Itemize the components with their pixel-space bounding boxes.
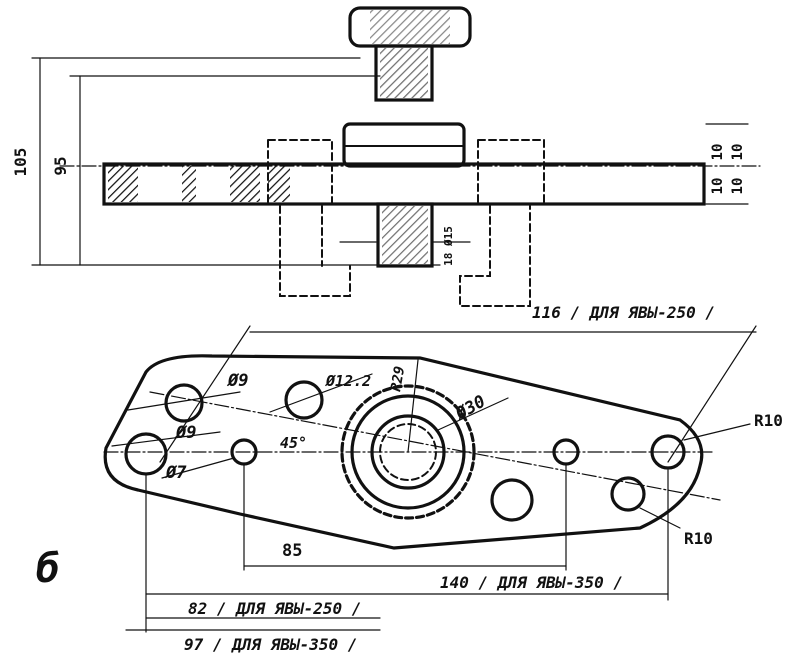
hole-right-r10 — [650, 434, 686, 470]
dim-105-label: 105 — [11, 148, 30, 177]
label-97: 97 / ДЛЯ ЯВЫ-350 / — [184, 635, 357, 654]
gear-inner — [379, 423, 437, 481]
bolt-head-hatch — [370, 10, 450, 44]
dim-bore-label: 18 Ø15 — [442, 226, 455, 266]
leader-d9-lower — [111, 431, 221, 447]
label-angle: 45° — [280, 434, 307, 452]
dim-bottom-10-label: 10 — [710, 178, 726, 195]
gear-teeth — [340, 384, 476, 520]
label-hole-4: Ø12.2 — [324, 372, 371, 390]
phantom-left — [267, 139, 351, 297]
leader-r10-right — [683, 423, 751, 441]
plan-view: Ø9 Ø9 Ø7 Ø12.2 45° R29 Ø30 R10 R10 б 85 … — [36, 325, 783, 654]
plate-hatch-3 — [230, 166, 260, 202]
leader-d7 — [161, 457, 235, 479]
leader-r29 — [407, 359, 419, 453]
ext-116-right — [667, 325, 757, 463]
hole-d12 — [284, 380, 324, 420]
gear-body — [350, 394, 466, 510]
bolt-shank-lower — [376, 202, 434, 268]
hole-lower-r10 — [610, 476, 646, 512]
label-hole-3: Ø7 — [164, 463, 187, 483]
label-140: 140 / ДЛЯ ЯВЫ-350 / — [440, 573, 623, 592]
label-d30: Ø30 — [451, 392, 489, 426]
label-hole-2: Ø9 — [174, 423, 196, 443]
hole-lower-large — [490, 478, 534, 522]
bolt-shank-upper — [374, 44, 434, 102]
ext-116-left — [159, 325, 251, 463]
label-r10-lower: R10 — [684, 529, 713, 548]
leader-d12 — [269, 373, 373, 413]
leader-r10-lower — [639, 507, 681, 529]
bolt-shank-hatch — [380, 48, 428, 98]
view-label: б — [36, 546, 60, 592]
phantom-right — [459, 139, 545, 307]
label-85: 85 — [282, 541, 302, 561]
dim-top-10b-label: 10 — [730, 144, 746, 161]
side-view: 105 95 10 10 10 10 — [11, 6, 761, 322]
bolt-thread-hatch — [382, 206, 428, 264]
plate-hatch-4 — [268, 166, 290, 202]
leader-d30 — [437, 397, 509, 431]
leader-d9-upper — [127, 391, 241, 411]
plate-outline — [103, 354, 704, 550]
plate-hatch-1 — [108, 166, 138, 202]
gear-bore — [370, 414, 446, 490]
label-r10-right: R10 — [754, 411, 783, 430]
plate-hatch-2 — [182, 166, 196, 202]
dim-bottom-10b-label: 10 — [730, 178, 746, 195]
label-82: 82 / ДЛЯ ЯВЫ-250 / — [188, 599, 361, 618]
label-r29: R29 — [388, 365, 408, 393]
dim-top-10-label: 10 — [710, 144, 726, 161]
label-hole-1: Ø9 — [226, 371, 248, 391]
hole-d9-upper — [164, 383, 204, 423]
dim-116-label: 116 / ДЛЯ ЯВЫ-250 / — [532, 303, 715, 322]
